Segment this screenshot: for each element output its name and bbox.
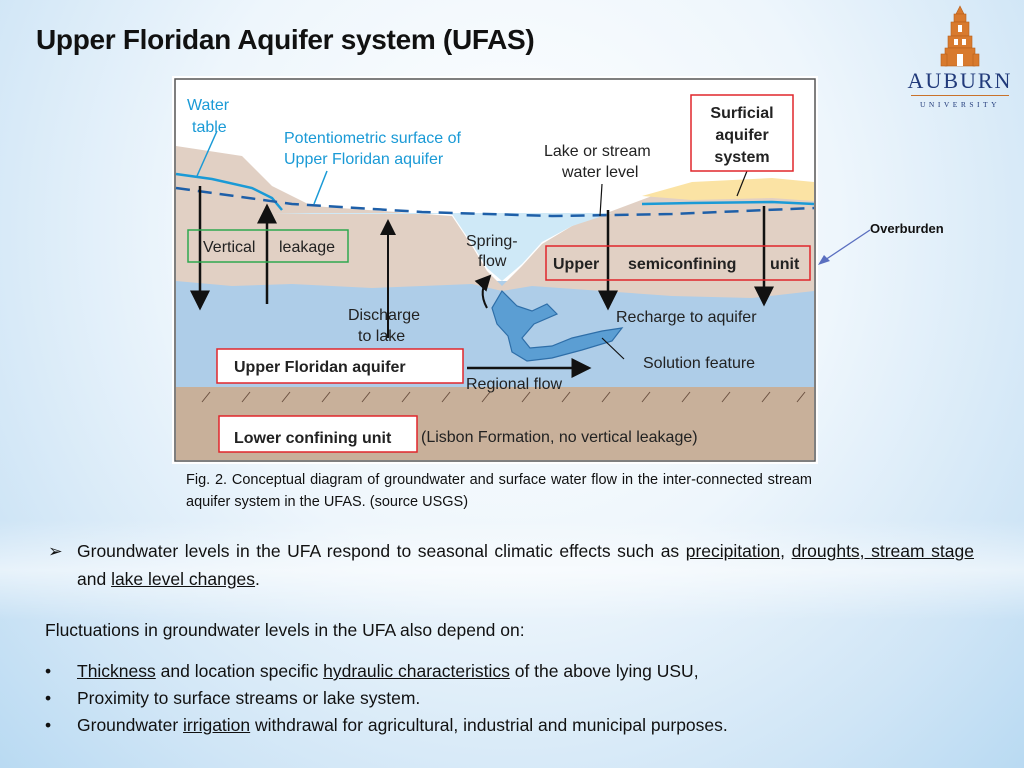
background-band xyxy=(0,520,1024,620)
logo-subtitle: UNIVERSITY xyxy=(920,100,1000,109)
arrow-bullet-icon: ➢ xyxy=(48,541,63,561)
vertical-leakage-box xyxy=(187,229,349,263)
link-precipitation: precipitation xyxy=(685,541,781,561)
bullet-dot-icon: • xyxy=(45,715,52,735)
lower-confining-box xyxy=(218,415,418,453)
solution-feature-shape xyxy=(491,290,624,362)
main-bullet-text: Groundwater levels in the UFA respond to… xyxy=(77,541,974,589)
university-logo: AUBURN UNIVERSITY xyxy=(905,4,1015,116)
upper-semiconfining-box xyxy=(545,245,811,281)
fluctuations-paragraph: Fluctuations in groundwater levels in th… xyxy=(45,620,525,640)
auburn-tower-icon xyxy=(940,5,980,67)
list-item: •Groundwater irrigation withdrawal for a… xyxy=(45,712,728,739)
logo-rule-top xyxy=(911,95,1009,96)
potentiometric-label-1: Potentiometric surface of xyxy=(284,130,462,147)
water-table-label-2: table xyxy=(192,119,227,136)
springflow-label-1: Spring- xyxy=(466,233,518,250)
ufa-box xyxy=(216,348,464,384)
upper-semi-label-3: unit xyxy=(770,256,800,273)
water-table-label-1: Water xyxy=(187,97,230,114)
surficial-box xyxy=(690,94,794,172)
surficial-aquifer-layer xyxy=(642,178,814,201)
surficial-label-2: aquifer xyxy=(715,127,768,144)
figure-caption: Fig. 2. Conceptual diagram of groundwate… xyxy=(186,472,812,510)
lower-confining-label: Lower confining unit xyxy=(234,430,392,447)
bullet-dot-icon: • xyxy=(45,661,52,681)
surficial-label-1: Surficial xyxy=(710,105,773,122)
potentiometric-label-2: Upper Floridan aquifer xyxy=(284,151,444,168)
lisbon-label: (Lisbon Formation, no vertical leakage) xyxy=(421,429,698,446)
main-bullet: ➢ Groundwater levels in the UFA respond … xyxy=(48,537,974,593)
surficial-label-3: system xyxy=(714,149,769,166)
springflow-label-2: flow xyxy=(478,253,507,270)
discharge-label-1: Discharge xyxy=(348,307,420,324)
ufa-label: Upper Floridan aquifer xyxy=(234,359,406,376)
upper-semi-label-1: Upper xyxy=(553,256,599,273)
list-item: •Proximity to surface streams or lake sy… xyxy=(45,685,728,712)
list-item: •Thickness and location specific hydraul… xyxy=(45,658,728,685)
upper-semi-label-2: semiconfining xyxy=(628,256,736,273)
semiconfining-layer xyxy=(176,146,814,298)
slide-title: Upper Floridan Aquifer system (UFAS) xyxy=(36,24,535,55)
regional-flow-label: Regional flow xyxy=(466,376,563,393)
vertical-leakage-label-1: Vertical xyxy=(203,239,255,256)
lake-level-label-1: Lake or stream xyxy=(544,143,651,160)
aquifer-diagram: Water table Potentiometric surface of Up… xyxy=(172,76,818,464)
link-lake-level: lake level changes xyxy=(111,569,256,589)
link-droughts: droughts, stream stage xyxy=(791,541,974,561)
overburden-arrow xyxy=(818,229,871,265)
solution-feature-label: Solution feature xyxy=(643,355,755,372)
vertical-leakage-label-2: leakage xyxy=(279,239,335,256)
lake-level-label-2: water level xyxy=(561,164,638,181)
recharge-label: Recharge to aquifer xyxy=(616,309,757,326)
lake-water xyxy=(272,213,612,281)
discharge-label-2: to lake xyxy=(358,328,405,345)
bullet-dot-icon: • xyxy=(45,688,52,708)
overburden-label: Overburden xyxy=(870,221,944,236)
factor-list: •Thickness and location specific hydraul… xyxy=(45,658,728,739)
logo-name: AUBURN xyxy=(907,68,1013,93)
